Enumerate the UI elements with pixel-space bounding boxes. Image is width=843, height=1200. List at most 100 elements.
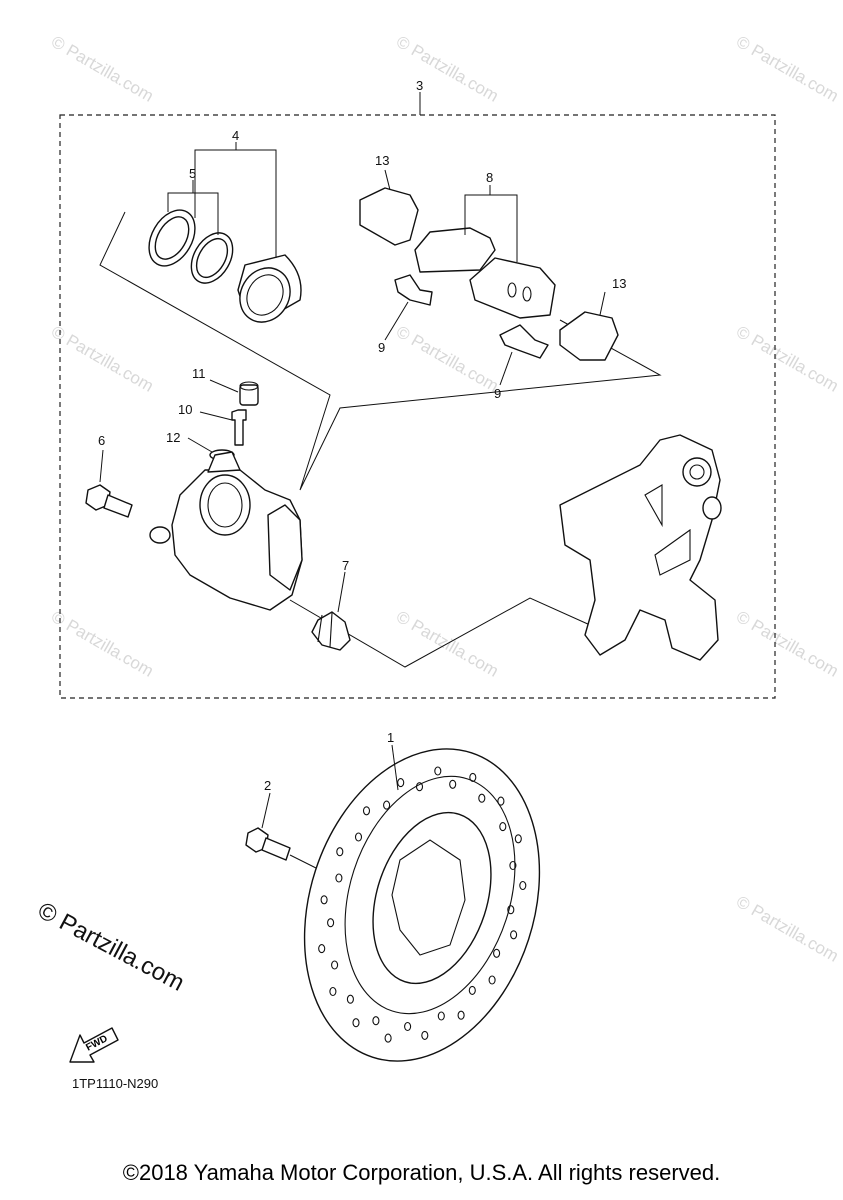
disc-drill-hole xyxy=(335,873,343,883)
piston-face xyxy=(239,267,291,323)
disc-drill-hole xyxy=(354,832,363,842)
callout-11: 11 xyxy=(192,366,206,381)
disc-drill-hole xyxy=(478,793,486,803)
boot-7-rib-2 xyxy=(329,612,333,648)
watermark-11: © Partzilla.com xyxy=(733,892,842,966)
callout-9a: 9 xyxy=(378,340,385,355)
watermark-4: © Partzilla.com xyxy=(48,322,157,396)
disc-drill-hole xyxy=(372,1016,380,1026)
disc-drill-hole xyxy=(404,1021,412,1032)
bracket-hole-top-inner xyxy=(689,464,705,480)
caliper-lug xyxy=(207,451,241,473)
disc-drill-hole xyxy=(509,860,517,871)
callout-12: 12 xyxy=(166,430,180,445)
fwd-arrow-shape xyxy=(69,1027,119,1063)
pad-shim-right xyxy=(559,311,619,361)
disc-drill-hole xyxy=(329,986,337,997)
copyright-notice: ©2018 Yamaha Motor Corporation, U.S.A. A… xyxy=(122,1160,721,1185)
brake-pad-right xyxy=(469,257,556,319)
pad-spring-right xyxy=(499,324,549,359)
disc-drill-hole xyxy=(346,994,354,1004)
disc-drill-hole xyxy=(362,806,371,816)
disc-drill-hole xyxy=(318,944,326,954)
callout-13b: 13 xyxy=(612,276,626,291)
disc-drill-hole xyxy=(488,975,496,985)
disc-drill-hole xyxy=(468,985,476,995)
piston-set xyxy=(148,209,302,323)
disc-drill-hole xyxy=(397,778,405,788)
disc-drill-hole xyxy=(331,960,339,970)
pad-hole-1 xyxy=(507,282,517,298)
callout-9b: 9 xyxy=(494,386,501,401)
watermark-1: © Partzilla.com xyxy=(48,32,157,106)
disc-drill-hole xyxy=(457,1010,465,1020)
leader-8 xyxy=(464,194,518,262)
disc-center-bore xyxy=(391,839,466,956)
callout-8: 8 xyxy=(486,170,493,185)
watermark-3: © Partzilla.com xyxy=(733,32,842,106)
fwd-arrow: FWD xyxy=(69,1027,119,1063)
caliper-body xyxy=(149,451,303,611)
disc-drill-hole xyxy=(421,1030,429,1040)
slide-pin-boot xyxy=(311,611,351,651)
bracket-boss xyxy=(702,496,722,520)
disc-drill-hole xyxy=(415,782,424,792)
bleed-parts xyxy=(209,381,259,461)
watermark-7: © Partzilla.com xyxy=(48,607,157,681)
pad-assembly xyxy=(359,187,619,361)
leader-2 xyxy=(261,792,271,829)
pad-spring-left xyxy=(394,274,433,306)
caliper-bracket xyxy=(559,434,722,661)
disc-drill-hole xyxy=(352,1018,360,1028)
disc-drill-hole xyxy=(384,1033,392,1043)
watermark-9: © Partzilla.com xyxy=(733,607,842,681)
leader-13a xyxy=(384,169,391,191)
piston-seal-outer-inner xyxy=(154,216,190,260)
assembly-outline xyxy=(99,211,662,491)
bracket-cutout xyxy=(654,528,691,576)
callout-4: 4 xyxy=(232,128,239,143)
brake-pad-left xyxy=(414,227,496,273)
bleed-cap-top xyxy=(239,381,259,391)
leader-1 xyxy=(391,744,399,791)
diagram-code: 1TP1110-N290 xyxy=(72,1076,159,1091)
pad-springs xyxy=(394,274,549,359)
brake-disc xyxy=(303,748,541,1062)
leader-9b xyxy=(499,351,513,386)
disc-drill-hole xyxy=(497,796,505,806)
disc-drill-hole xyxy=(449,779,457,789)
disc-drill-holes xyxy=(318,766,527,1043)
bleed-cap xyxy=(239,384,259,406)
leader-10 xyxy=(199,411,233,421)
callout-2: 2 xyxy=(264,778,271,793)
bracket-plate xyxy=(559,434,721,661)
callout-7: 7 xyxy=(342,558,349,573)
disc-drill-hole xyxy=(519,880,527,891)
disc-drill-hole xyxy=(469,772,477,782)
bolt-shank xyxy=(103,494,133,518)
caliper-bore-inner xyxy=(207,482,243,528)
caliper-bolt xyxy=(85,484,133,518)
disc-drill-hole xyxy=(327,918,335,928)
leader-6 xyxy=(99,449,104,483)
watermark-5: © Partzilla.com xyxy=(393,322,502,396)
disc-drill-hole xyxy=(336,847,344,857)
disc-drill-hole xyxy=(510,930,518,940)
leader-9a xyxy=(384,301,409,341)
callout-1: 1 xyxy=(387,730,394,745)
leader-7 xyxy=(337,571,346,613)
dust-seal-inner xyxy=(195,237,229,279)
bleed-screw xyxy=(231,409,247,446)
leader-13b xyxy=(599,291,606,316)
leader-12 xyxy=(187,437,213,453)
disc-drill-hole xyxy=(437,1011,445,1021)
watermark-2: © Partzilla.com xyxy=(393,32,502,106)
pad-shim-left xyxy=(359,187,419,246)
slide-boot xyxy=(149,526,171,544)
piston-bore xyxy=(246,274,284,316)
callout-5: 5 xyxy=(189,166,196,181)
disc-bolt-shank xyxy=(261,837,291,861)
disc-drill-hole xyxy=(434,766,442,776)
caliper-finger xyxy=(267,504,303,591)
